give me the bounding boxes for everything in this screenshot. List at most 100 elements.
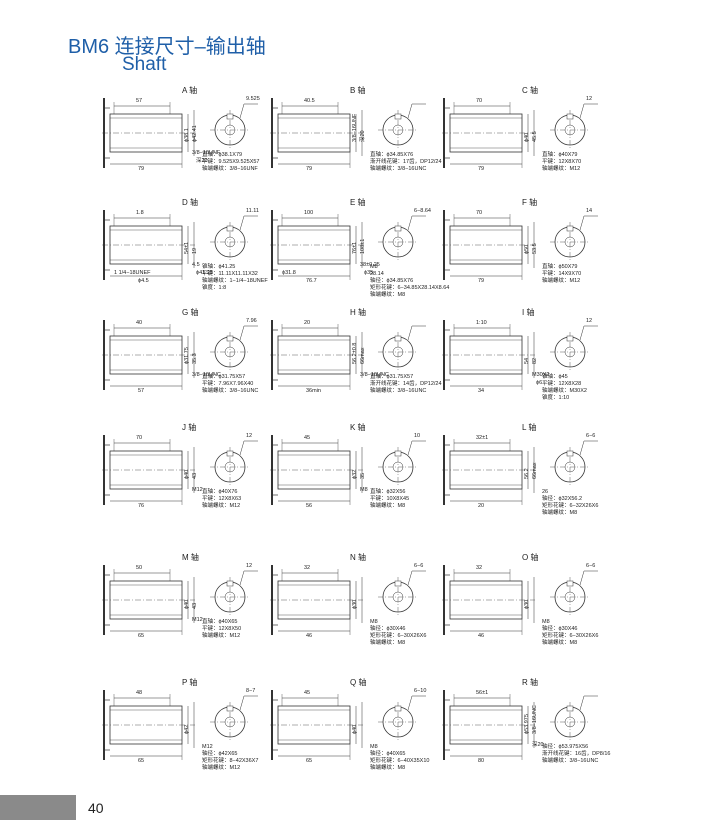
spec-note: 轴端螺纹：M8 bbox=[542, 640, 578, 646]
dimension-label: 66max bbox=[360, 347, 366, 364]
dimension-label: 32 bbox=[476, 565, 483, 571]
dimension-label: 65 bbox=[138, 758, 145, 764]
spec-note: 12 bbox=[246, 563, 253, 569]
spec-note: 26 bbox=[542, 489, 549, 495]
shaft-drawing bbox=[442, 98, 598, 168]
shaft-drawing bbox=[442, 210, 598, 280]
dimension-label: 1.8 bbox=[136, 210, 144, 216]
dimension-label: 40.5 bbox=[304, 98, 315, 104]
spec-note: 锥轴：ϕ45 bbox=[542, 374, 568, 380]
dimension-label: 36min bbox=[306, 388, 321, 394]
dimension-label: ϕ41.25 bbox=[196, 270, 213, 276]
dimension-label: ϕ53.975 bbox=[524, 714, 530, 734]
dimension-label: 深20 bbox=[532, 742, 544, 748]
dimension-label: ϕ30 bbox=[524, 599, 530, 609]
shaft-label: D 轴 bbox=[182, 198, 198, 207]
dimension-label: 35 bbox=[360, 472, 366, 479]
spec-note: 7.96 bbox=[246, 318, 257, 324]
dimension-label: ϕ6 bbox=[536, 380, 543, 386]
dimension-label: 20 bbox=[304, 320, 311, 326]
dimension-label: 35.3 bbox=[192, 353, 198, 364]
spec-note: 轴端螺纹：3/8−16UNC bbox=[370, 388, 427, 394]
dimension-label: 108±1 bbox=[360, 238, 366, 254]
shaft-drawing bbox=[270, 690, 426, 760]
spec-note: 直轴：ϕ31.75X57 bbox=[370, 374, 414, 380]
dimension-label: 70 bbox=[476, 98, 483, 104]
dimension-label: 79 bbox=[478, 166, 485, 172]
spec-note: 轴端螺纹：M8 bbox=[370, 503, 406, 509]
spec-note: 轴径：ϕ53.975X56 bbox=[542, 744, 589, 750]
spec-note: 10 bbox=[414, 433, 421, 439]
shaft-drawing bbox=[102, 320, 258, 390]
dimension-label: ϕ4.5 bbox=[138, 278, 149, 284]
dimension-label: 79 bbox=[478, 278, 485, 284]
dimension-label: 43 bbox=[192, 472, 198, 479]
shaft-label: N 轴 bbox=[350, 553, 366, 562]
spec-note: 轴径：ϕ34.85X76 bbox=[370, 278, 414, 284]
spec-note: 轴端螺纹：M8 bbox=[542, 510, 578, 516]
dimension-label: 80 bbox=[478, 758, 485, 764]
dimension-label: M30X2 bbox=[532, 372, 550, 378]
shaft-drawing bbox=[270, 98, 426, 168]
dimension-label: 19 bbox=[192, 247, 198, 254]
shaft-label: A 轴 bbox=[182, 86, 198, 95]
spec-note: M8 bbox=[370, 264, 378, 270]
shaft-label: G 轴 bbox=[182, 308, 199, 317]
spec-note: 轴端螺纹：3/8−16UNC bbox=[370, 166, 427, 172]
dimension-label: 56±1 bbox=[476, 690, 489, 696]
spec-note: 6−10 bbox=[414, 688, 427, 694]
dimension-label: ϕ35 bbox=[364, 270, 374, 276]
dimension-label: 76±1 bbox=[352, 241, 358, 254]
spec-note: 6−6 bbox=[586, 433, 596, 439]
spec-note: 矩形花键：8−42X36X7 bbox=[202, 758, 259, 764]
shaft-drawing bbox=[270, 435, 426, 505]
spec-note: 矩形花键：6−30X26X6 bbox=[542, 633, 599, 639]
shaft-drawing bbox=[102, 98, 258, 168]
spec-note: 平键：11.11X11.11X32 bbox=[202, 271, 258, 277]
spec-note: 6−6 bbox=[414, 563, 424, 569]
dimension-label: 54 bbox=[524, 357, 530, 364]
spec-note: 直轴：ϕ32X56 bbox=[370, 489, 406, 495]
shaft-drawing bbox=[442, 565, 598, 635]
shaft-drawing bbox=[102, 210, 258, 280]
spec-note: 平键：10X8X45 bbox=[370, 496, 410, 502]
spec-note: 矩形花键：6−40X35X10 bbox=[370, 758, 430, 764]
dimension-label: ϕ31.75 bbox=[184, 347, 190, 364]
spec-note: 锥轴：ϕ41.25 bbox=[202, 264, 236, 270]
shaft-drawing bbox=[102, 435, 258, 505]
dimension-label: 57 bbox=[138, 388, 145, 394]
spec-note: 渐开线花键：16齿，DP8/16 bbox=[542, 751, 611, 757]
dimension-label: 40 bbox=[136, 320, 143, 326]
shaft-label: K 轴 bbox=[350, 423, 366, 432]
spec-note: 平键：12X8X50 bbox=[202, 626, 242, 632]
spec-note: 12 bbox=[586, 96, 593, 102]
shaft-label: F 轴 bbox=[522, 198, 538, 207]
spec-note: 矩形花键：6−30X26X6 bbox=[370, 633, 427, 639]
spec-note: 锥度：1:8 bbox=[202, 285, 227, 291]
spec-note: 轴端螺纹：M12 bbox=[542, 166, 581, 172]
spec-note: 矩形花键：6−32X26X6 bbox=[542, 503, 599, 509]
shaft-label: J 轴 bbox=[182, 423, 197, 432]
dimension-label: 20 bbox=[478, 503, 485, 509]
dimension-label: 3/8−16UNF bbox=[352, 113, 358, 142]
spec-note: 平键：7.96X7.96X40 bbox=[202, 381, 254, 387]
dimension-label: 57 bbox=[136, 98, 143, 104]
spec-note: M8 bbox=[370, 619, 378, 625]
spec-note: 轴径：ϕ40X65 bbox=[370, 751, 406, 757]
spec-note: 直轴：ϕ50X79 bbox=[542, 264, 578, 270]
shaft-label: M 轴 bbox=[182, 553, 199, 562]
spec-note: M12 bbox=[202, 744, 213, 750]
shaft-label: L 轴 bbox=[522, 423, 537, 432]
dimension-label: 66max bbox=[532, 462, 538, 479]
